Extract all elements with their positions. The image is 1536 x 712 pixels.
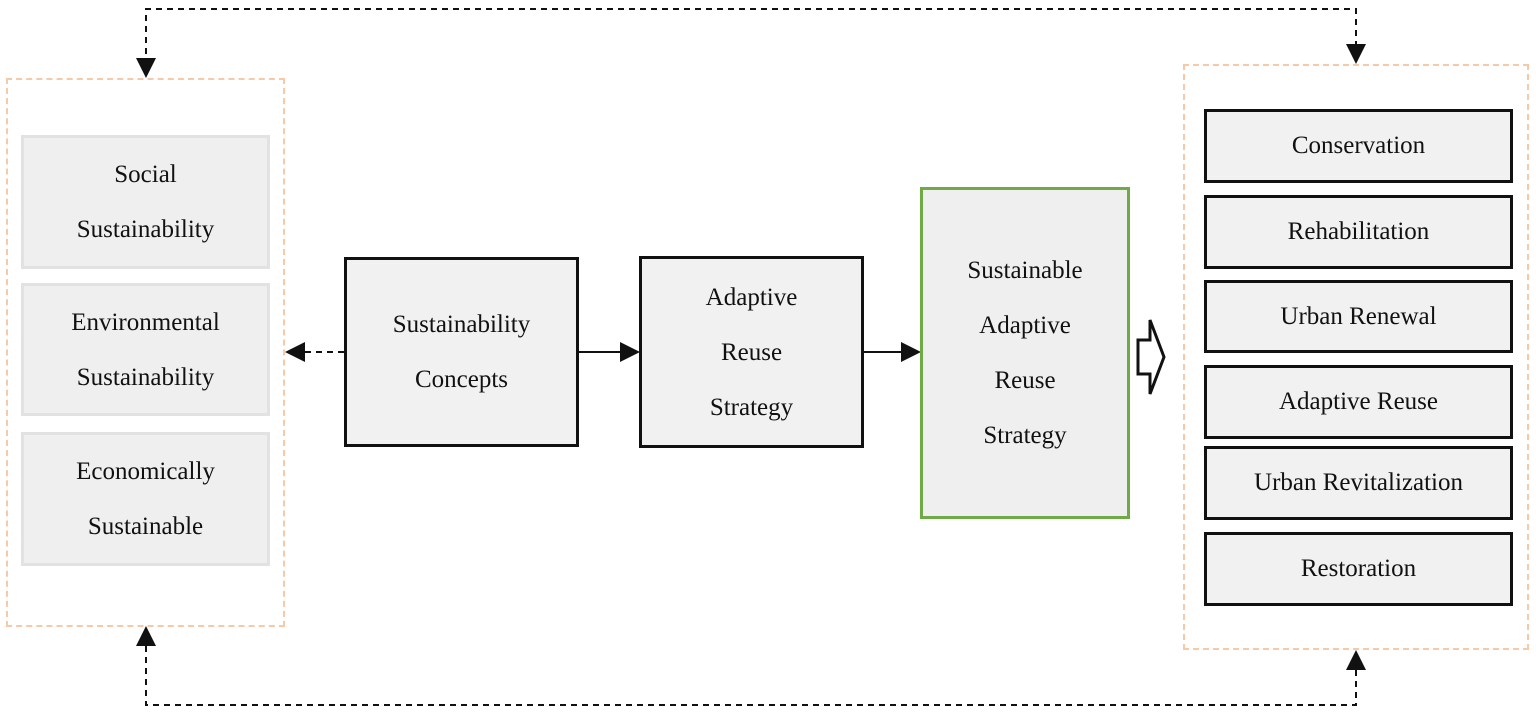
bottom-feedback-arrow — [145, 646, 1357, 706]
approach-rehabilitation-label: Rehabilitation — [1287, 218, 1430, 245]
top-feedback-arrow — [145, 8, 1357, 76]
sustainability-concepts-label: Sustainability Concepts — [392, 311, 531, 393]
approaches-group — [1183, 64, 1529, 650]
pillar-economic: Economically Sustainable — [21, 432, 270, 566]
concepts-to-pillars-arrowhead — [285, 342, 305, 362]
approach-conservation-label: Conservation — [1291, 132, 1426, 159]
approach-urban-renewal: Urban Renewal — [1204, 280, 1513, 353]
reuse-to-sustainable-arrowhead — [901, 342, 921, 362]
pillar-social: Social Sustainability — [21, 135, 270, 269]
approach-conservation: Conservation — [1204, 109, 1513, 183]
approach-restoration: Restoration — [1204, 532, 1513, 606]
approach-adaptive-reuse: Adaptive Reuse — [1204, 365, 1513, 439]
sustainable-adaptive-reuse-strategy-box: Sustainable Adaptive Reuse Strategy — [920, 187, 1130, 519]
pillar-environmental: Environmental Sustainability — [21, 283, 270, 416]
bottom-right-arrowhead — [1346, 650, 1366, 670]
adaptive-reuse-strategy-box: Adaptive Reuse Strategy — [639, 256, 864, 448]
pillar-social-label: Social Sustainability — [76, 161, 215, 243]
concepts-to-reuse-arrowhead — [620, 342, 640, 362]
approach-urban-renewal-label: Urban Renewal — [1280, 302, 1437, 330]
approach-rehabilitation: Rehabilitation — [1204, 195, 1513, 269]
approach-adaptive-reuse-label: Adaptive Reuse — [1279, 388, 1438, 415]
sustainability-pillars-group — [6, 78, 285, 627]
top-right-arrowhead — [1346, 44, 1366, 64]
approach-urban-revitalization-label: Urban Revitalization — [1254, 469, 1463, 496]
bottom-left-arrowhead — [136, 626, 156, 646]
approach-restoration-label: Restoration — [1300, 555, 1417, 582]
pillar-economic-label: Economically Sustainable — [76, 458, 215, 540]
hollow-block-arrow — [1136, 319, 1166, 395]
adaptive-reuse-strategy-label: Adaptive Reuse Strategy — [705, 283, 798, 421]
sustainability-concepts-box: Sustainability Concepts — [344, 257, 579, 447]
sustainable-adaptive-reuse-strategy-label: Sustainable Adaptive Reuse Strategy — [967, 257, 1083, 449]
pillar-environmental-label: Environmental Sustainability — [71, 308, 220, 391]
top-left-arrowhead — [136, 58, 156, 78]
approach-urban-revitalization: Urban Revitalization — [1204, 446, 1513, 520]
